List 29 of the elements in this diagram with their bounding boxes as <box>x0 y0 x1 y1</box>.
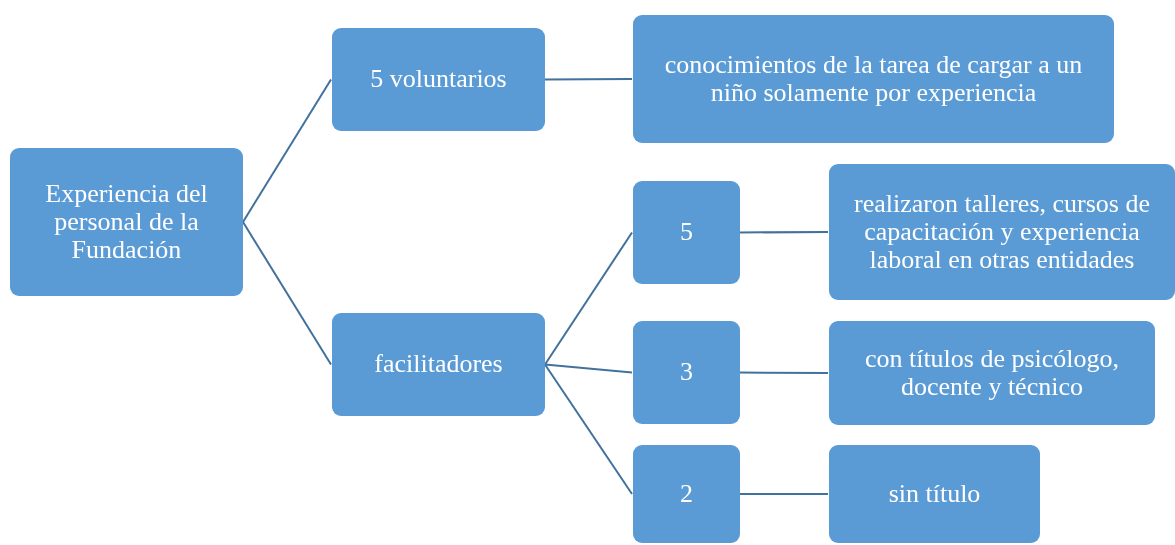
connector-line <box>739 371 829 374</box>
node-label: sin título <box>888 479 981 509</box>
connector-line <box>544 363 633 374</box>
process-box <box>829 321 1155 425</box>
node-label: conocimientos de la tarea de cargar a un niño solamente por experiencia <box>663 50 1084 108</box>
process-box <box>10 148 243 296</box>
node-label: realizaron talleres, cursos de capacitación y experiencia laboral en otras entidades <box>853 189 1151 275</box>
process-box <box>332 28 545 131</box>
process-box <box>332 313 545 416</box>
node-label: con títulos de psicólogo, docente y técnico <box>863 344 1121 402</box>
node-label: 5 <box>680 218 693 247</box>
connector-line <box>739 231 829 234</box>
process-box <box>829 164 1175 300</box>
process-box <box>633 321 740 424</box>
process-box <box>633 15 1114 143</box>
process-box <box>829 445 1040 543</box>
connector-line <box>739 493 829 495</box>
node-label: 3 <box>680 358 693 387</box>
connector-line <box>242 221 332 366</box>
node-label: 2 <box>680 479 693 509</box>
connector-line <box>242 78 332 223</box>
process-box <box>633 181 740 284</box>
node-label: 5 voluntarios <box>370 65 507 94</box>
process-box <box>633 445 740 543</box>
node-label: Experiencia del personal de la Fundación <box>44 179 209 265</box>
connector-line <box>544 231 633 366</box>
connector-line <box>544 78 633 81</box>
node-label: facilitadores <box>374 350 503 379</box>
connector-line <box>544 363 633 495</box>
